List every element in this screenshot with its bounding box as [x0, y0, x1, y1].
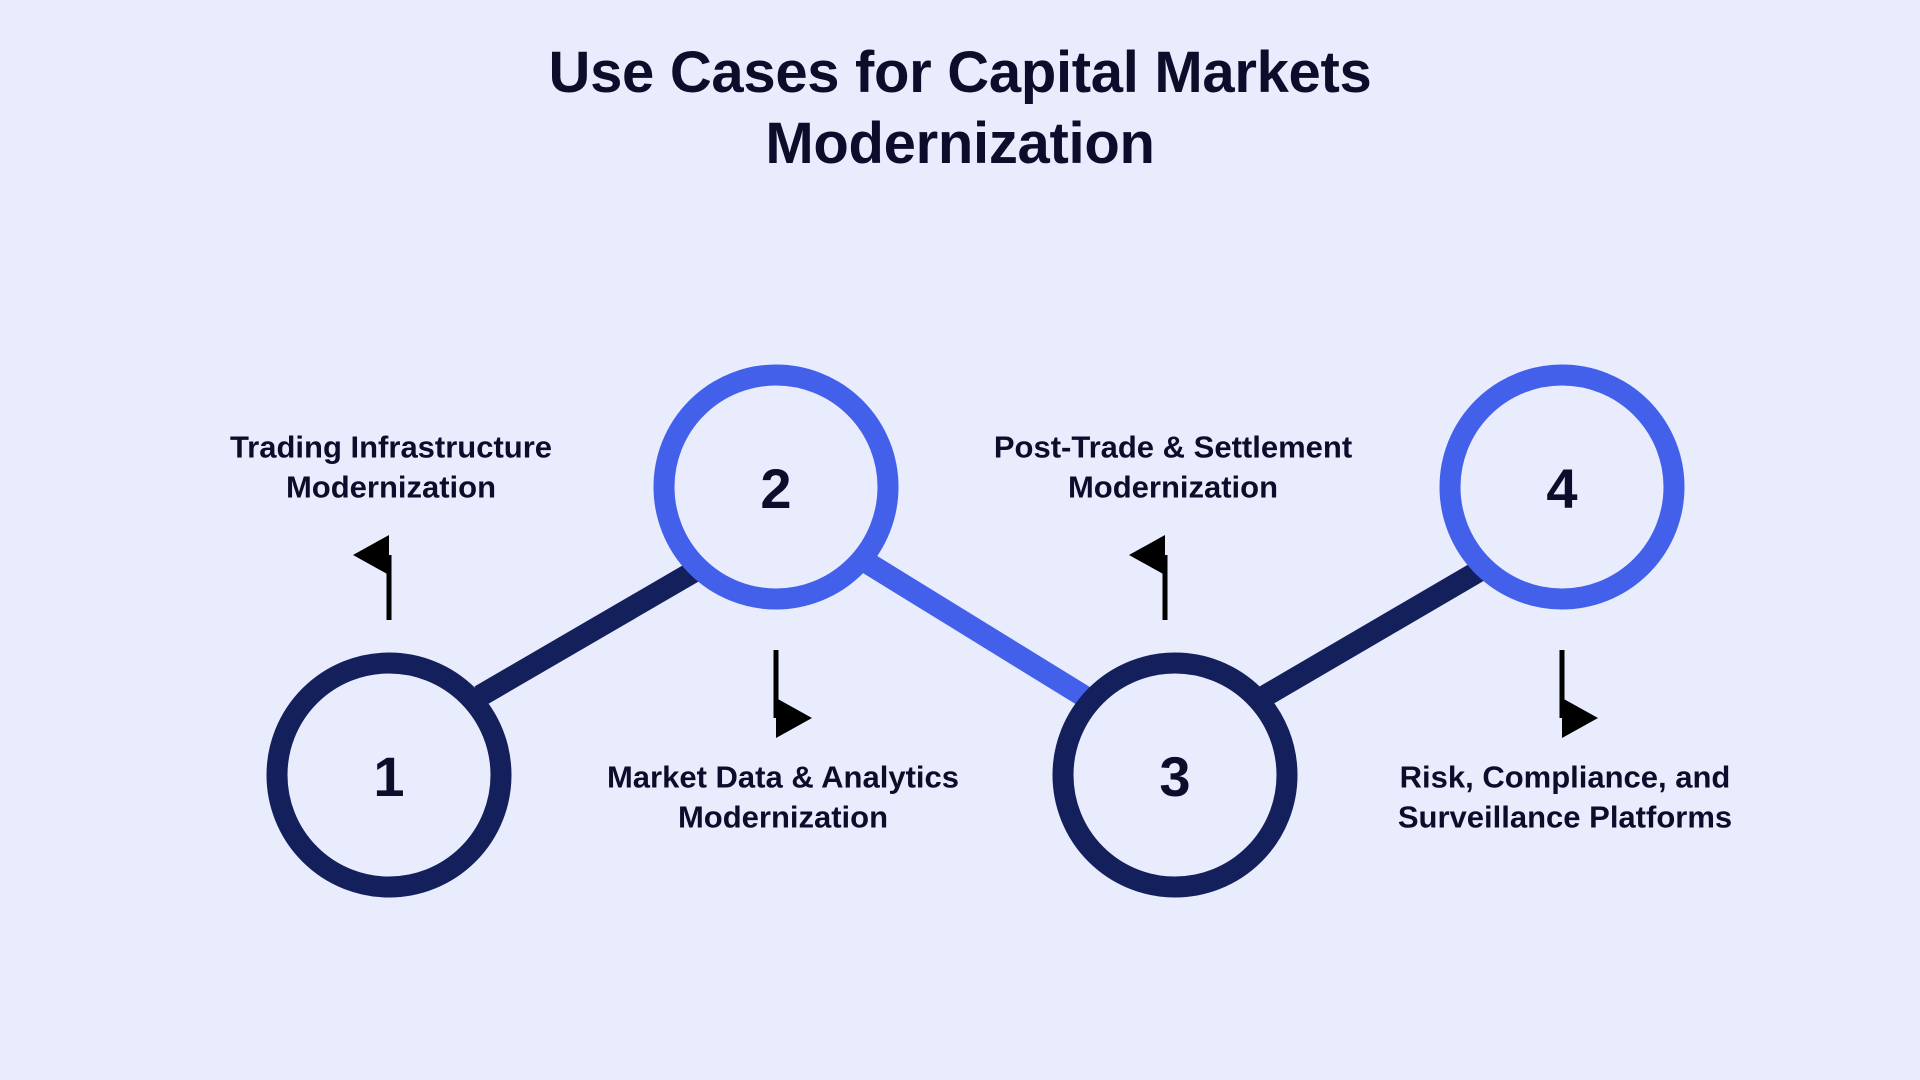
- node-number-1: 1: [373, 745, 405, 808]
- page-title: Use Cases for Capital Markets Modernizat…: [0, 38, 1920, 180]
- node-label-1: Trading Infrastructure Modernization: [171, 428, 611, 509]
- node-circle-1[interactable]: [266, 652, 512, 898]
- node-number-2: 2: [760, 457, 792, 520]
- node-label-2-line-1: Market Data & Analytics: [606, 759, 960, 795]
- node-label-2-line-2: Modernization: [677, 800, 889, 835]
- page-title-line-2: Modernization: [765, 110, 1155, 176]
- connector-1-to-2: [474, 558, 706, 706]
- node-label-1-line-1: Trading Infrastructure: [229, 429, 553, 465]
- node-label-4-line-1: Risk, Compliance, and: [1399, 759, 1731, 795]
- node-label-4-line-2: Surveillance Platforms: [1397, 800, 1733, 835]
- connector-3-to-4: [1259, 558, 1490, 706]
- page-title-line-1: Use Cases for Capital Markets: [548, 40, 1372, 105]
- node-label-1-line-2: Modernization: [285, 470, 497, 505]
- node-label-4: Risk, Compliance, and Surveillance Platf…: [1330, 758, 1800, 839]
- node-label-2: Market Data & Analytics Modernization: [548, 758, 1018, 839]
- node-label-3: Post-Trade & Settlement Modernization: [938, 428, 1408, 509]
- node-circle-4[interactable]: [1439, 364, 1685, 610]
- node-number-3: 3: [1159, 745, 1191, 808]
- node-circle-2[interactable]: [653, 364, 899, 610]
- node-label-3-line-1: Post-Trade & Settlement: [993, 429, 1353, 465]
- connector-2-to-3: [860, 552, 1096, 710]
- node-label-3-line-2: Modernization: [1067, 470, 1279, 505]
- node-number-4: 4: [1546, 457, 1578, 520]
- node-circle-3[interactable]: [1052, 652, 1298, 898]
